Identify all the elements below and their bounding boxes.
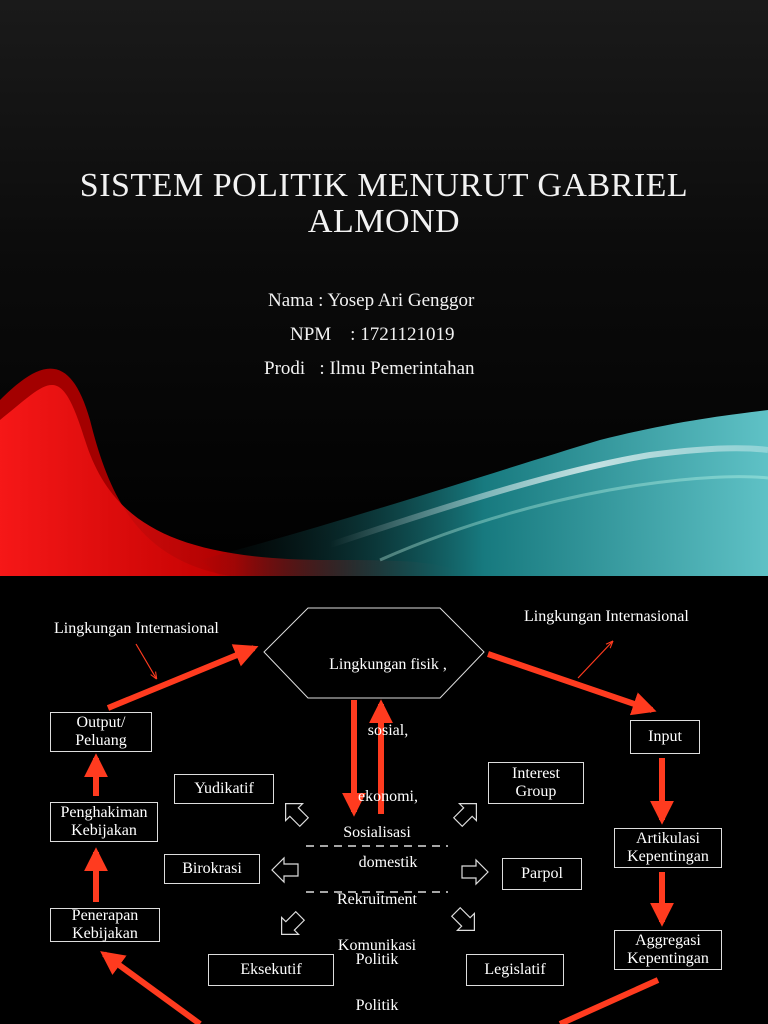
label-lingkungan-internasional-right: Lingkungan Internasional xyxy=(524,608,689,625)
pointer-arrow-left xyxy=(135,643,156,678)
hexagon-line: Lingkungan fisik , xyxy=(329,656,447,673)
title-slide: SISTEM POLITIK MENURUT GABRIEL ALMOND Na… xyxy=(0,0,768,576)
outline-arrow-birokrasi xyxy=(271,856,299,884)
center-line: Politik xyxy=(355,997,399,1014)
arrow-to-penerapan xyxy=(100,951,202,1024)
box-line: Kebijakan xyxy=(71,822,137,839)
box-line: Kebijakan xyxy=(72,925,138,942)
center-komunikasi-politik: Komunikasi Politik xyxy=(306,896,448,1024)
outline-arrow-legislatif xyxy=(450,906,475,931)
box-line: Penerapan xyxy=(71,907,139,924)
red-wave-shape xyxy=(0,385,470,576)
hexagon-shape xyxy=(263,607,485,699)
arrow-output-to-environment xyxy=(106,644,259,711)
arrow-environment-to-input xyxy=(487,651,657,716)
center-sosialisasi: Sosialisasi xyxy=(343,824,411,841)
outline-arrow-parpol xyxy=(461,858,489,886)
pointer-arrow-right xyxy=(577,642,612,679)
outline-arrow-interest-group xyxy=(452,803,477,828)
box-yudikatif: Yudikatif xyxy=(174,774,274,804)
box-line: Kepentingan xyxy=(627,848,709,865)
box-output-peluang: Output/ Peluang xyxy=(50,712,152,752)
outline-arrow-eksekutif xyxy=(281,910,306,935)
box-eksekutif: Eksekutif xyxy=(208,954,334,986)
diagram-connectors xyxy=(84,607,674,1024)
center-line: Politik xyxy=(355,951,399,968)
box-line: Interest xyxy=(512,765,560,782)
decorative-wave-graphic xyxy=(0,368,768,576)
box-line: Kepentingan xyxy=(627,950,709,967)
box-penghakiman-kebijakan: Penghakiman Kebijakan xyxy=(50,802,158,842)
info-prodi: Prodi : Ilmu Pemerintahan xyxy=(264,358,475,379)
box-penerapan-kebijakan: Penerapan Kebijakan xyxy=(50,907,160,942)
box-line: Output/ xyxy=(76,714,126,731)
box-legislatif: Legislatif xyxy=(466,954,564,986)
box-line: Aggregasi xyxy=(635,932,701,949)
box-birokrasi: Birokrasi xyxy=(164,854,260,884)
box-line: Peluang xyxy=(75,732,127,749)
hexagon-text: Lingkungan fisik , sosial, ekonomi, dome… xyxy=(300,610,476,918)
title-line: ALMOND xyxy=(307,203,461,240)
box-parpol: Parpol xyxy=(502,858,582,890)
hexagon-line: sosial, xyxy=(367,722,409,739)
box-aggregasi-kepentingan: Aggregasi Kepentingan xyxy=(614,930,722,970)
white-wave-stroke xyxy=(379,475,768,562)
box-line: Artikulasi xyxy=(636,830,700,847)
box-artikulasi-kepentingan: Artikulasi Kepentingan xyxy=(614,828,722,868)
center-rekruitment-politik: Rekruitment Politik xyxy=(306,850,448,1010)
diagram-slide: Lingkungan Internasional Lingkungan Inte… xyxy=(0,576,768,1024)
slide-title: SISTEM POLITIK MENURUT GABRIEL ALMOND xyxy=(40,168,728,240)
white-wave-stroke xyxy=(329,445,768,548)
arrow-from-aggregasi xyxy=(558,977,660,1024)
center-line: Rekruitment xyxy=(337,891,417,908)
hexagon-line: ekonomi, xyxy=(358,788,418,805)
info-nama: Nama : Yosep Ari Genggor xyxy=(268,290,475,311)
title-line: SISTEM POLITIK MENURUT GABRIEL xyxy=(79,167,689,204)
box-line: Group xyxy=(515,783,557,800)
box-interest-group: Interest Group xyxy=(488,762,584,804)
label-lingkungan-internasional-left: Lingkungan Internasional xyxy=(54,620,219,637)
center-line: Komunikasi xyxy=(337,937,417,954)
outline-arrow-yudikatif xyxy=(285,803,310,828)
box-input: Input xyxy=(630,720,700,754)
hexagon-line: domestik xyxy=(358,854,418,871)
box-line: Penghakiman xyxy=(60,804,148,821)
info-npm: NPM : 1721121019 xyxy=(290,324,455,345)
